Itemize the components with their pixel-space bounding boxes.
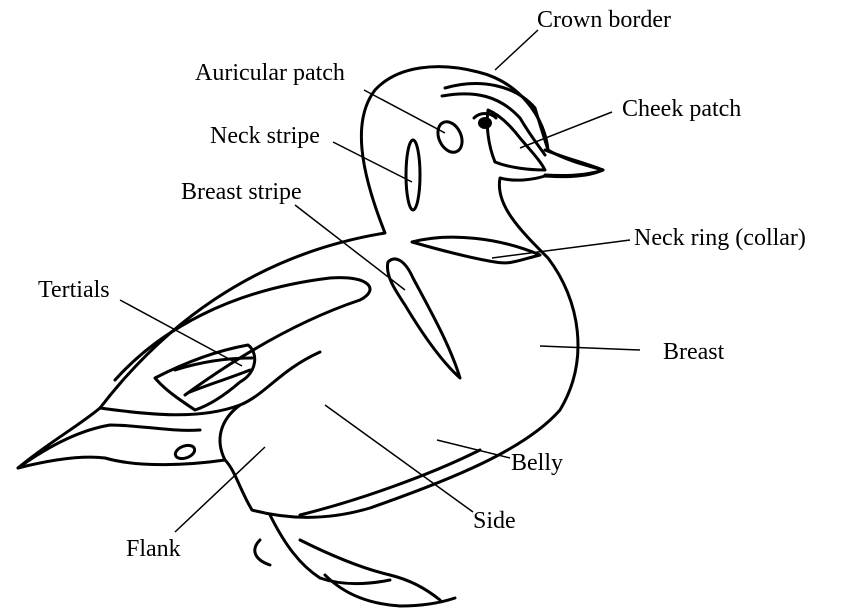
label-auricular-patch: Auricular patch [195,60,345,86]
label-tertials: Tertials [38,277,110,303]
label-belly: Belly [511,450,563,476]
leader-neck-ring [492,240,630,258]
label-neck-ring: Neck ring (collar) [634,225,806,251]
label-flank: Flank [126,536,181,562]
label-breast-stripe: Breast stripe [181,179,302,205]
eye-icon [478,117,492,129]
label-neck-stripe: Neck stripe [210,123,320,149]
leader-neck-stripe [333,142,412,182]
neck-ring-shape [412,237,540,263]
belly-curve [300,450,480,515]
leader-side [325,405,473,512]
breast-stripe-shape [387,259,460,378]
wing-upper [115,278,370,395]
tail-spot [174,443,197,461]
label-breast: Breast [663,339,725,365]
leader-belly [437,440,510,458]
leader-breast [540,346,640,350]
leader-auricular-patch [364,90,445,133]
auricular-patch-shape [433,118,466,156]
tertials-shape [155,345,255,410]
label-side: Side [473,508,516,534]
neck-stripe-shape [406,140,420,210]
label-crown-border: Crown border [537,7,671,33]
leader-cheek-patch [520,112,612,148]
foot-webbing [300,540,440,600]
side-division [220,405,240,460]
leader-crown-border [495,30,538,70]
foot-toe-2 [255,540,270,565]
leg [270,515,390,584]
label-cheek-patch: Cheek patch [622,96,741,122]
